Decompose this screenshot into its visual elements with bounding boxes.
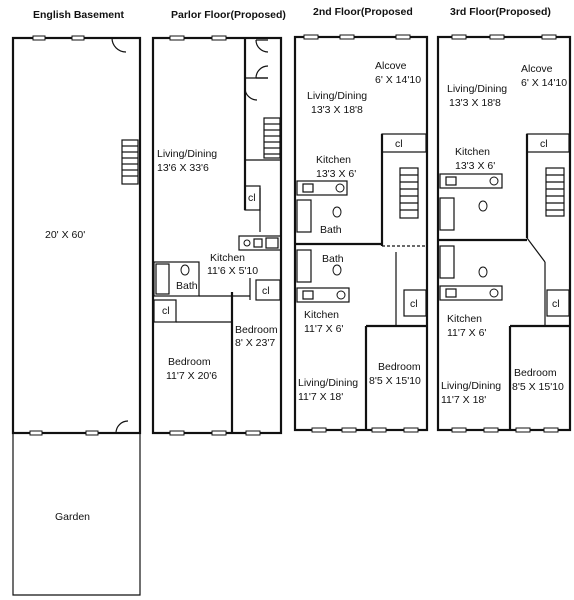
room-dims: 6' X 14'10	[375, 74, 421, 86]
room-name: Bath	[320, 224, 342, 236]
toilet-icon	[332, 206, 342, 218]
room-dims: 13'3 X 6'	[316, 168, 356, 180]
room-name: Living/Dining	[307, 90, 367, 102]
second-floor-outline	[293, 35, 429, 432]
door-swing-icon	[111, 37, 127, 53]
room-dims: 11'7 X 6'	[304, 323, 343, 335]
room-dims: 13'3 X 18'8	[449, 97, 501, 109]
closet-label: cl	[540, 138, 548, 150]
closet-label: cl	[262, 285, 270, 297]
door-swing-icon	[255, 39, 269, 53]
closet-label: cl	[552, 298, 560, 310]
closet-label: cl	[410, 298, 418, 310]
door-swing-icon	[255, 65, 269, 79]
stairs-icon	[263, 117, 281, 159]
third-floor-plan: Living/Dining 13'3 X 18'8 Alcove 6' X 14…	[436, 34, 572, 433]
closet-label: cl	[162, 305, 170, 317]
door-swing-icon	[115, 420, 129, 434]
closet-label: cl	[395, 138, 403, 150]
room-name: Kitchen	[316, 154, 351, 166]
room-dims: 13'6 X 33'6	[157, 162, 209, 174]
stairs-icon	[121, 139, 139, 185]
room-dims: 13'3 X 18'8	[311, 104, 363, 116]
room-dims: 8'5 X 15'10	[369, 375, 421, 387]
bathtub-icon	[296, 199, 312, 233]
basement-room-dims: 20' X 60'	[45, 229, 85, 241]
floor-title-parlor: Parlor Floor(Proposed)	[171, 9, 286, 21]
room-dims: 11'6 X 5'10	[207, 265, 258, 277]
stairs-icon	[399, 167, 419, 219]
toilet-icon	[180, 264, 190, 276]
english-basement-plan: 20' X 60' Garden	[11, 35, 142, 596]
room-name: Alcove	[521, 63, 553, 75]
parlor-floor-plan: cl Living/Dining 13'6 X 33'6 Kitchen 11'…	[151, 35, 283, 436]
floor-title-3rd: 3rd Floor(Proposed)	[450, 6, 551, 18]
bathtub-icon	[439, 245, 455, 279]
closet-label: cl	[248, 192, 256, 204]
room-name: Living/Dining	[157, 148, 217, 160]
toilet-icon	[478, 200, 488, 212]
room-dims: 8' X 23'7	[235, 337, 275, 349]
room-name: Kitchen	[455, 146, 490, 158]
room-name: Living/Dining	[441, 380, 501, 392]
room-name: Kitchen	[210, 252, 245, 264]
room-dims: 11'7 X 6'	[447, 327, 486, 339]
toilet-icon	[478, 266, 488, 278]
room-dims: 8'5 X 15'10	[512, 381, 564, 393]
room-name: Bath	[176, 280, 198, 292]
room-dims: 13'3 X 6'	[455, 160, 495, 172]
bathtub-icon	[155, 263, 170, 295]
room-name: Bedroom	[235, 324, 278, 336]
door-swing-icon	[244, 87, 258, 101]
bathtub-icon	[296, 249, 312, 283]
room-name: Bedroom	[168, 356, 211, 368]
room-name: Bedroom	[514, 367, 557, 379]
stairs-icon	[545, 167, 565, 217]
room-name: Alcove	[375, 60, 407, 72]
room-name: Living/Dining	[447, 83, 507, 95]
garden-label: Garden	[55, 511, 90, 523]
room-name: Bath	[322, 253, 344, 265]
bathtub-icon	[439, 197, 455, 231]
second-floor-plan: Alcove 6' X 14'10 Living/Dining 13'3 X 1…	[293, 34, 429, 433]
room-name: Kitchen	[447, 313, 482, 325]
toilet-icon	[332, 264, 342, 276]
floor-title-2nd: 2nd Floor(Proposed	[313, 6, 413, 18]
garden-outline	[12, 433, 141, 596]
room-name: Kitchen	[304, 309, 339, 321]
room-dims: 11'7 X 20'6	[166, 370, 217, 382]
room-name: Living/Dining	[298, 377, 358, 389]
room-dims: 11'7 X 18'	[441, 394, 486, 406]
room-name: Bedroom	[378, 361, 421, 373]
room-dims: 11'7 X 18'	[298, 391, 343, 403]
floor-title-english-basement: English Basement	[33, 9, 125, 21]
room-dims: 6' X 14'10	[521, 77, 567, 89]
